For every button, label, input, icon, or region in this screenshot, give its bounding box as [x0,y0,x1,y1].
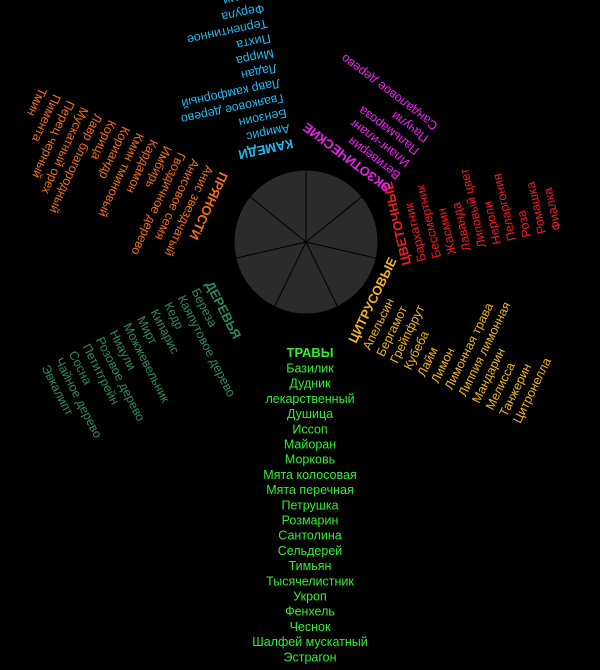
floral-item: Роза [514,209,534,239]
herbs-label-block: ТРАВЫ БазиликДудниклекарственныйДушицаИсс… [252,345,368,664]
sector-divider [273,241,307,307]
herbs-item: Тысячелистник [266,574,354,588]
resins-item: Элеми [222,0,262,8]
herbs-item: Розмарин [282,514,339,528]
herbs-item: Дудник [289,377,331,391]
herbs-item: Тимьян [289,559,332,573]
herbs-item: Базилик [286,362,334,376]
citrus-label-block: ЦИТРУСОВЫЕАпельсинБергамотГрейпфрутКубеб… [345,255,554,426]
group-herbs: ТРАВЫ БазиликДудниклекарственныйДушицаИсс… [252,345,368,664]
herbs-item: Морковь [285,453,335,467]
herbs-item: Эстрагон [283,650,336,664]
herbs-item: Петрушка [281,498,338,512]
herbs-item: Чеснок [290,620,331,634]
central-wheel [233,169,379,315]
herbs-item: Мята перечная [266,483,354,497]
herbs-item: Шалфей мускатный [252,635,368,649]
sector-divider [305,241,377,259]
sector-divider [305,196,363,243]
herbs-item: Иссоп [292,422,327,436]
herbs-title: ТРАВЫ [287,345,334,360]
group-citrus: ЦИТРУСОВЫЕАпельсинБергамотГрейпфрутКубеб… [345,255,554,426]
herbs-item: Мята колосовая [263,468,356,482]
sector-divider [305,241,339,307]
herbs-item: лекарственный [265,392,354,406]
herbs-item: Сельдерей [278,544,343,558]
herbs-item: Укроп [293,590,327,604]
sector-divider [249,196,307,243]
herbs-item: Фенхель [285,605,335,619]
sector-divider [235,241,307,259]
herbs-item: Сантолина [278,529,341,543]
herbs-item: Майоран [284,438,336,452]
herbs-item: Душица [287,407,333,421]
